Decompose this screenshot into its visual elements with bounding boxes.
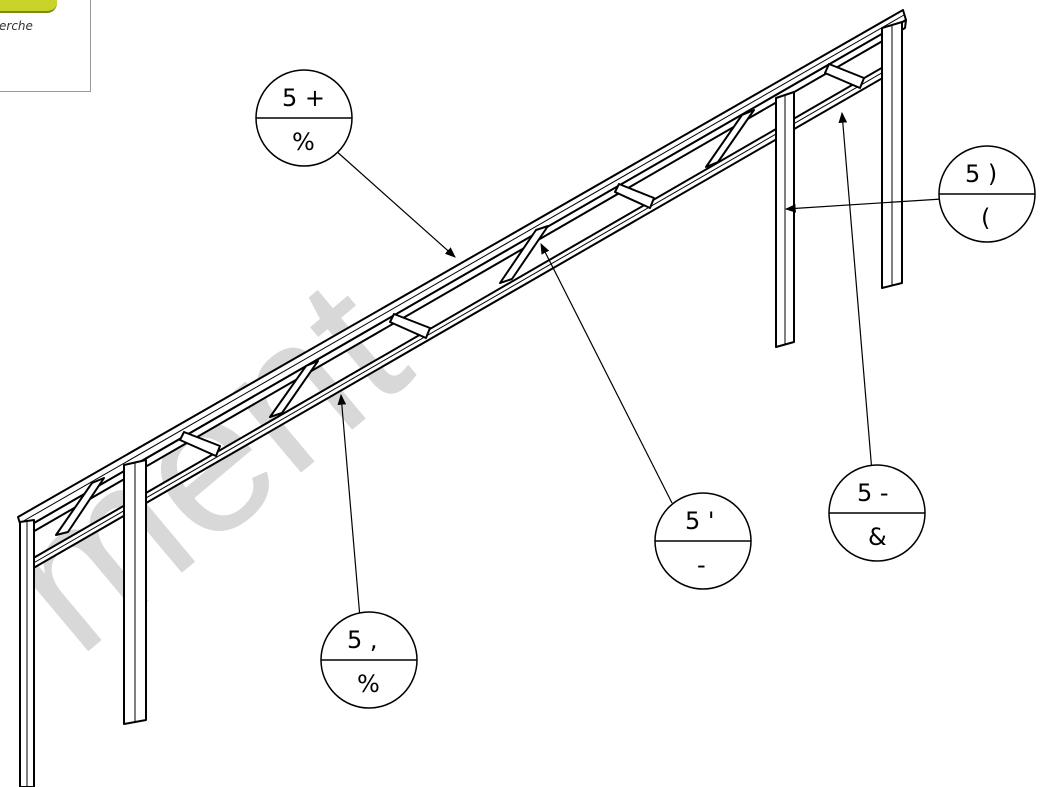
leader-c5 xyxy=(337,393,361,619)
title-block-logo: erche xyxy=(0,0,91,92)
logo-text: erche xyxy=(0,19,33,33)
callout-c1-top: 5 + xyxy=(282,84,325,112)
leader-lines xyxy=(334,111,943,619)
callout-c3: 5 ' - xyxy=(654,492,752,590)
leader-c2 xyxy=(784,198,943,213)
leader-c4 xyxy=(838,111,873,473)
cross-bars xyxy=(179,63,865,457)
lower-rail xyxy=(29,61,894,571)
leader-c3 xyxy=(540,243,673,504)
callout-c1: 5 + % xyxy=(255,69,353,167)
top-beam xyxy=(17,9,907,538)
leader-c1 xyxy=(334,149,456,258)
callout-c2-top: 5 ) xyxy=(965,160,997,188)
logo-icon xyxy=(0,0,57,13)
callout-c2-bottom: ( xyxy=(981,204,990,232)
callout-c4-bottom: & xyxy=(868,523,887,551)
callout-c2: 5 ) ( xyxy=(938,145,1036,243)
posts xyxy=(19,21,903,787)
callout-c3-top: 5 ' xyxy=(685,507,715,535)
callout-c5: 5 , % xyxy=(320,611,418,709)
callout-c4-top: 5 - xyxy=(857,479,889,507)
callout-c1-bottom: % xyxy=(292,128,315,156)
callout-c4: 5 - & xyxy=(828,464,926,562)
callout-c3-bottom: - xyxy=(697,551,706,579)
callout-c5-top: 5 , xyxy=(347,626,378,654)
callout-c5-bottom: % xyxy=(357,670,380,698)
diagonal-braces xyxy=(55,109,755,536)
